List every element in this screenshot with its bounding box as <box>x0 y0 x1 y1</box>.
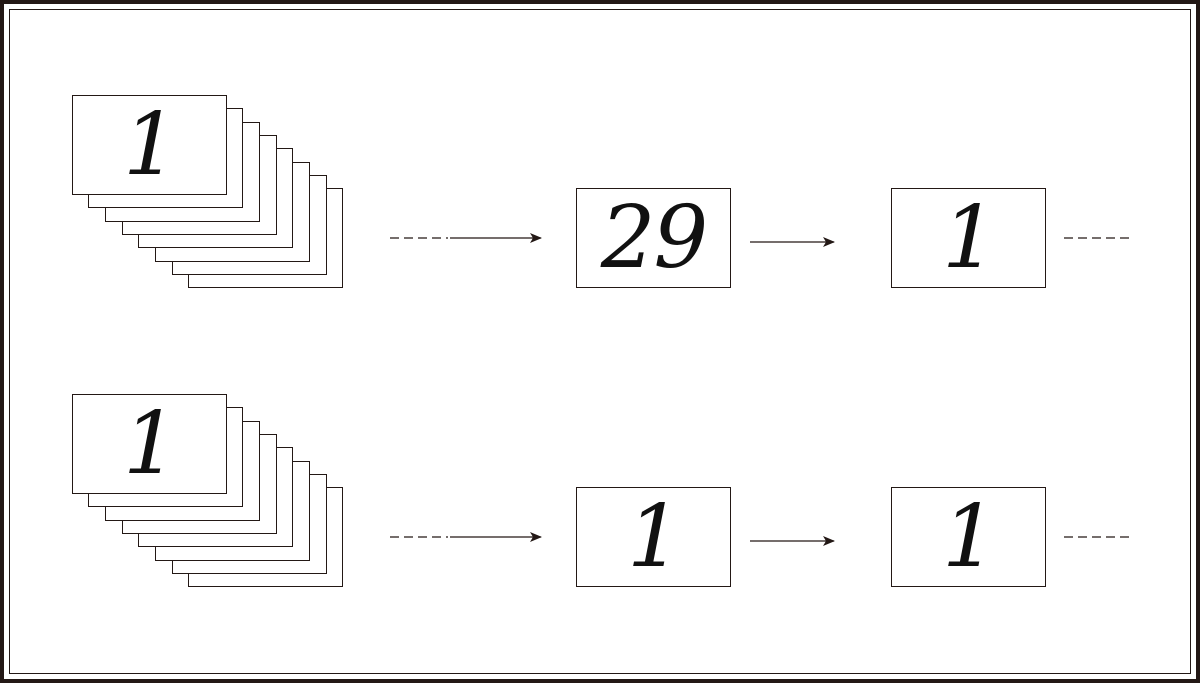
next-card-row-1: 29 <box>576 188 731 288</box>
following-card-row-2: 1 <box>891 487 1046 587</box>
stack-front-number: 1 <box>123 394 178 494</box>
following-card-number: 1 <box>942 188 997 288</box>
inner-frame <box>9 9 1191 674</box>
next-card-number: 29 <box>600 188 708 288</box>
stack-front-number: 1 <box>123 95 178 195</box>
next-card-number: 1 <box>627 487 682 587</box>
next-card-row-2: 1 <box>576 487 731 587</box>
following-card-number: 1 <box>942 487 997 587</box>
following-card-row-1: 1 <box>891 188 1046 288</box>
stack-front-card: 1 <box>72 95 227 195</box>
stack-front-card: 1 <box>72 394 227 494</box>
